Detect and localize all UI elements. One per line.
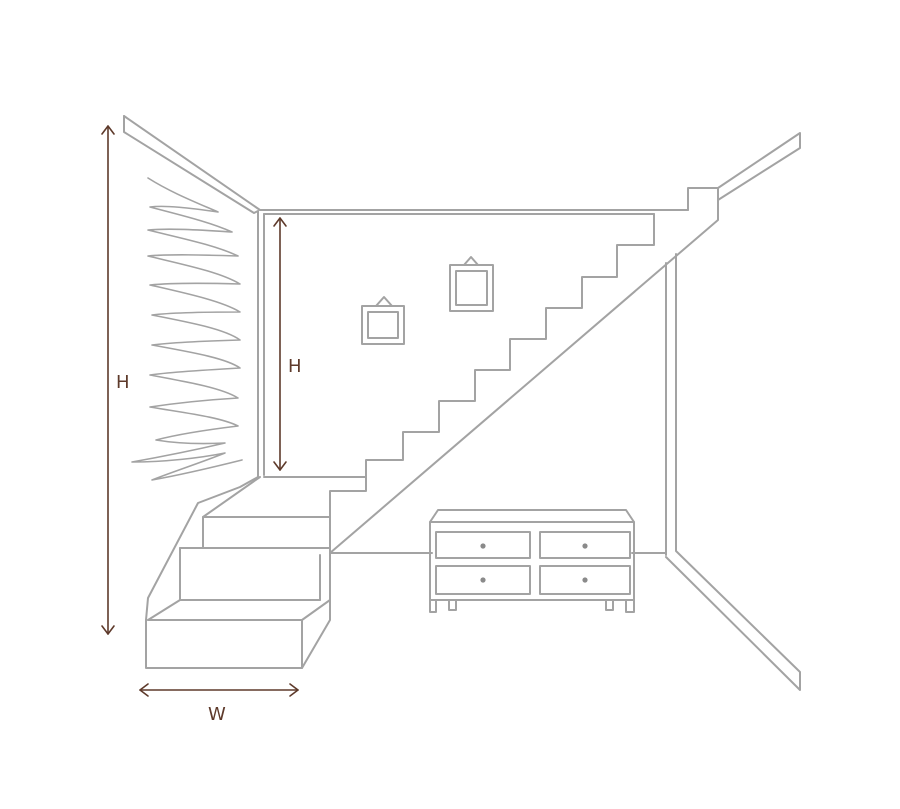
chest-of-drawers <box>429 509 635 613</box>
room-floor-right-wall <box>329 253 801 691</box>
picture-frame-right <box>449 256 494 312</box>
back-wall <box>259 209 689 476</box>
dimension-left-height: H <box>101 125 130 635</box>
lower-stair-flight <box>145 476 367 669</box>
drawer-knob <box>480 543 486 549</box>
dimension-label-w: W <box>208 704 226 725</box>
dimension-inner-height: H <box>273 217 302 471</box>
dimension-label-left-h: H <box>116 372 130 393</box>
dimension-width: W <box>139 683 299 725</box>
dimension-label-inner-h: H <box>288 356 302 377</box>
drawer-knob <box>480 577 486 583</box>
window-curtain-scribble <box>131 177 243 481</box>
left-wall <box>123 115 261 621</box>
drawer-knob <box>582 543 588 549</box>
drawer-knob <box>582 577 588 583</box>
staircase-steps <box>329 132 801 554</box>
picture-frame-left <box>361 296 405 345</box>
